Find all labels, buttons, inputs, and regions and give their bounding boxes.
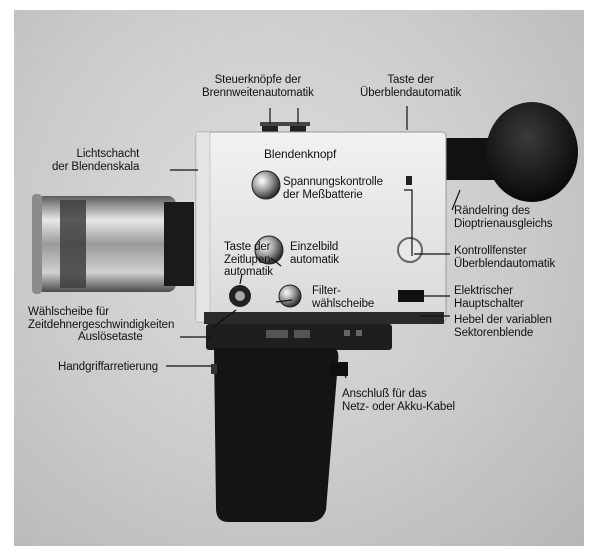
label-battery-check: Spannungskontrolle der Meßbatterie	[283, 176, 383, 201]
label-shutter-lever: Hebel der variablen Sektorenblende	[454, 314, 552, 339]
camera-illustration	[32, 102, 578, 522]
label-release-button: Auslösetaste	[78, 331, 143, 343]
label-slow-motion: Taste der Zeitlupen- automatik	[224, 241, 275, 278]
label-zoom-buttons: Steuerknöpfe der Brennweitenautomatik	[202, 74, 314, 99]
label-main-switch: Elektrischer Hauptschalter	[454, 285, 524, 310]
label-fade-window: Kontrollfenster Überblendautomatik	[454, 245, 556, 270]
eyepiece	[440, 102, 578, 202]
main-switch	[398, 290, 424, 302]
label-grip-lock: Handgriffarretierung	[58, 361, 159, 373]
handle-grip	[214, 348, 339, 522]
label-filter-dial: Filter- wählscheibe	[312, 285, 375, 310]
label-speed-dial: Wählscheibe für Zeitdehnergeschwindigkei…	[28, 306, 175, 331]
zoom-button-left	[262, 124, 278, 134]
label-power-socket: Anschluß für das Netz- oder Akku-Kabel	[342, 388, 455, 413]
leader-lines	[166, 106, 461, 379]
aperture-knob	[251, 170, 281, 200]
grip-lock	[211, 364, 217, 374]
label-aperture-knob: Blendenknopf	[264, 147, 337, 161]
label-fade-button: Taste der Überblendautomatik	[360, 74, 462, 99]
filter-dial	[278, 284, 302, 308]
zoom-button-right	[290, 124, 306, 134]
battery-indicator	[406, 176, 412, 185]
lens	[32, 194, 194, 294]
label-aperture-window: Lichtschacht der Blendenskala	[52, 148, 140, 173]
single-frame-knob	[254, 235, 284, 265]
label-diopter-ring: Rändelring des Dioptrienausgleichs	[454, 205, 553, 230]
camera-photo	[14, 10, 584, 546]
fade-control-window	[397, 237, 423, 263]
label-single-frame: Einzelbild automatik	[290, 241, 339, 266]
